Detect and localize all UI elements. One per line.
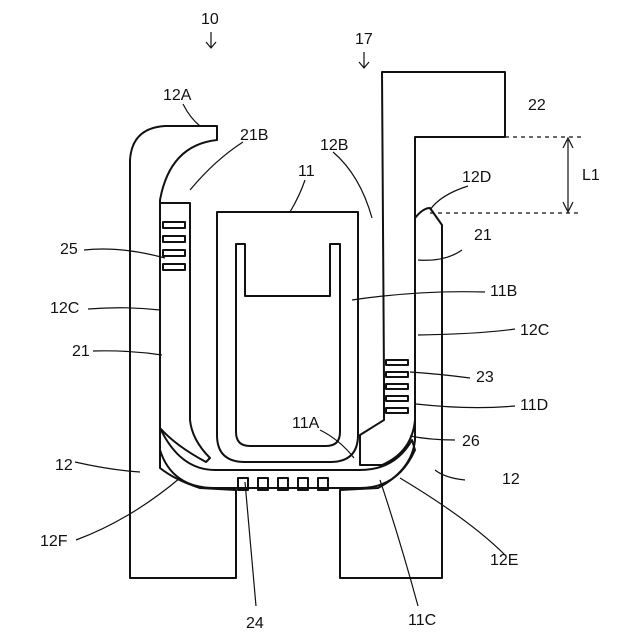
- label-12-right: 12: [502, 471, 520, 488]
- label-12A: 12A: [163, 87, 192, 104]
- label-11C: 11C: [408, 612, 436, 629]
- label-11B: 11B: [490, 283, 517, 300]
- label-11A: 11A: [292, 415, 320, 432]
- label-12E: 12E: [490, 552, 518, 569]
- seal-fins-25: [163, 222, 185, 270]
- seal-fins-23: [386, 360, 408, 413]
- label-12B: 12B: [320, 137, 348, 154]
- label-10: 10: [201, 11, 219, 28]
- label-12F: 12F: [40, 533, 68, 550]
- label-25: 25: [60, 241, 78, 258]
- label-12-left: 12: [55, 457, 73, 474]
- label-11D: 11D: [520, 397, 548, 414]
- label-L1: L1: [582, 167, 600, 184]
- inner-member-11: [217, 212, 358, 462]
- leader-lines: [75, 104, 515, 606]
- outer-body-left-12: [130, 126, 236, 578]
- arrow-17: [359, 52, 369, 68]
- arrow-10: [206, 32, 216, 48]
- label-12D: 12D: [462, 169, 491, 186]
- label-12C-left: 12C: [50, 300, 79, 317]
- inner-hollow-11: [236, 244, 340, 446]
- label-17: 17: [355, 31, 373, 48]
- label-21-left: 21: [72, 343, 90, 360]
- label-26: 26: [462, 433, 480, 450]
- label-21-right: 21: [474, 227, 492, 244]
- label-22: 22: [528, 97, 546, 114]
- label-12C-right: 12C: [520, 322, 549, 339]
- outer-body-right-12: [340, 208, 442, 578]
- label-23: 23: [476, 369, 494, 386]
- label-21B: 21B: [240, 127, 268, 144]
- label-11: 11: [298, 163, 315, 180]
- label-24: 24: [246, 615, 264, 632]
